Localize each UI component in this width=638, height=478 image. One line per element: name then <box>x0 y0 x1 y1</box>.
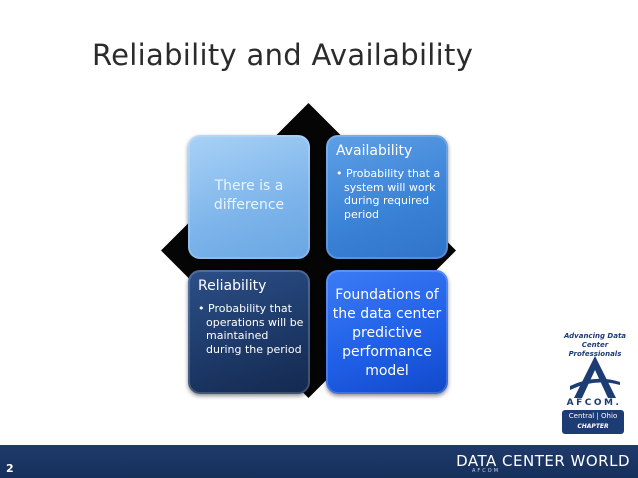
chapter-badge: Central | Ohio CHAPTER <box>562 410 624 434</box>
availability-definition: Probability that a system will work duri… <box>344 167 441 221</box>
difference-text: There is a difference <box>213 178 285 213</box>
availability-heading: Availability <box>336 143 413 159</box>
slide-title: Reliability and Availability <box>92 38 474 72</box>
afcom-name: AFCOM. <box>566 398 622 408</box>
reliability-heading: Reliability <box>198 278 267 294</box>
footer-brand-sub: AFCOM <box>472 468 501 474</box>
matrix-tile-difference: There is a difference <box>188 135 310 259</box>
matrix-tile-reliability: Reliability • Probability that operation… <box>188 270 310 394</box>
foundations-text: Foundations of the data center predictiv… <box>332 287 442 379</box>
afcom-tagline: Advancing Data Center Professionals <box>563 332 627 358</box>
afcom-a-logo-icon <box>570 356 620 398</box>
reliability-bullet: • Probability that operations will be ma… <box>198 302 304 356</box>
matrix-tile-foundations: Foundations of the data center predictiv… <box>326 270 448 394</box>
availability-bullet: • Probability that a system will work du… <box>336 167 441 221</box>
footer-brand: DATA CENTER WORLD <box>456 452 630 470</box>
page-number: 2 <box>6 462 14 475</box>
chapter-name: Central | Ohio <box>568 412 618 420</box>
matrix-tile-availability: Availability • Probability that a system… <box>326 135 448 259</box>
reliability-definition: Probability that operations will be main… <box>206 302 304 356</box>
chapter-label: CHAPTER <box>577 423 609 430</box>
footer-bar <box>0 445 638 478</box>
